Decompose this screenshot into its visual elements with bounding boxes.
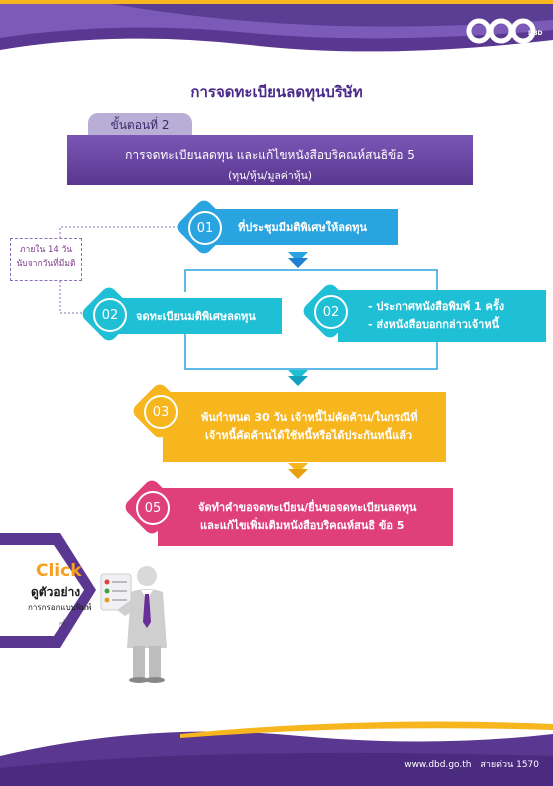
step-02b-line1: - ประกาศหนังสือพิมพ์ 1 ครั้ง bbox=[368, 300, 505, 313]
footer-decoration bbox=[0, 721, 553, 786]
step-03-box: พ้นกำหนด 30 วัน เจ้าหนี้ไม่คัดค้าน/ในกรณ… bbox=[163, 392, 446, 462]
step-03-number: 03 bbox=[144, 395, 178, 429]
step-03-line2: เจ้าหนี้คัดค้านได้ใช้หนี้หรือได้ประกันหน… bbox=[205, 429, 413, 442]
step-05-box: จัดทำคำขอจดทะเบียน/ยื่นขอจดทะเบียนลดทุน … bbox=[158, 488, 453, 546]
step-01-number: 01 bbox=[188, 211, 222, 245]
step-05-line1: จัดทำคำขอจดทะเบียน/ยื่นขอจดทะเบียนลดทุน bbox=[198, 501, 417, 514]
click-line2: การกรอกแบบพิมพ์ bbox=[28, 603, 92, 612]
step-05-number: 05 bbox=[136, 491, 170, 525]
note-line1: ภายใน 14 วัน bbox=[19, 245, 73, 255]
dbd-logo: DBD bbox=[466, 18, 546, 48]
logo-text: DBD bbox=[528, 30, 543, 37]
banner-line1: การจดทะเบียนลดทุน และแก้ไขหนังสือบริคณห์… bbox=[125, 148, 415, 162]
step-02a-number: 02 bbox=[93, 298, 127, 332]
step-02b-box: - ประกาศหนังสือพิมพ์ 1 ครั้ง - ส่งหนังสื… bbox=[338, 290, 546, 342]
step-03-line1: พ้นกำหนด 30 วัน เจ้าหนี้ไม่คัดค้าน/ในกรณ… bbox=[201, 411, 418, 424]
note-line2: นับจากวันที่มีมติ bbox=[16, 259, 76, 269]
footer-hotline: สายด่วน 1570 bbox=[480, 760, 539, 770]
step-tab: ขั้นตอนที่ 2 bbox=[88, 113, 192, 139]
click-line1: ดูตัวอย่าง bbox=[31, 585, 81, 599]
step-02b-line2: - ส่งหนังสือบอกกล่าวเจ้าหนี้ bbox=[368, 318, 500, 331]
banner-line2: (ทุน/หุ้น/มูลค่าหุ้น) bbox=[228, 170, 312, 182]
header-decoration bbox=[0, 0, 553, 52]
step-02a-box: จดทะเบียนมติพิเศษลดทุน bbox=[112, 298, 282, 334]
step-01-box: ที่ประชุมมีมติพิเศษให้ลดทุน bbox=[212, 209, 398, 245]
step-02b-number: 02 bbox=[314, 295, 348, 329]
step-02a-text: จดทะเบียนมติพิเศษลดทุน bbox=[136, 310, 256, 323]
businessman-illustration bbox=[100, 566, 167, 683]
step-05-line2: และแก้ไขเพิ่มเติมหนังสือบริคณห์สนธิ ข้อ … bbox=[200, 519, 405, 532]
footer-url[interactable]: www.dbd.go.th bbox=[404, 760, 472, 770]
page-title: การจดทะเบียนลดทุนบริษัท bbox=[190, 83, 363, 101]
step-banner: การจดทะเบียนลดทุน และแก้ไขหนังสือบริคณห์… bbox=[67, 135, 473, 185]
click-label: Click bbox=[36, 561, 82, 581]
footer-contact: www.dbd.go.th สายด่วน 1570 bbox=[404, 757, 539, 771]
pointer-hand-icon: ☝ bbox=[58, 617, 67, 633]
deadline-note: ภายใน 14 วัน นับจากวันที่มีมติ bbox=[10, 238, 82, 281]
click-example-button[interactable]: Click ดูตัวอย่าง การกรอกแบบพิมพ์ ☝ bbox=[0, 533, 100, 648]
step-01-text: ที่ประชุมมีมติพิเศษให้ลดทุน bbox=[238, 221, 367, 234]
hexagon-badge-shape bbox=[0, 533, 96, 648]
